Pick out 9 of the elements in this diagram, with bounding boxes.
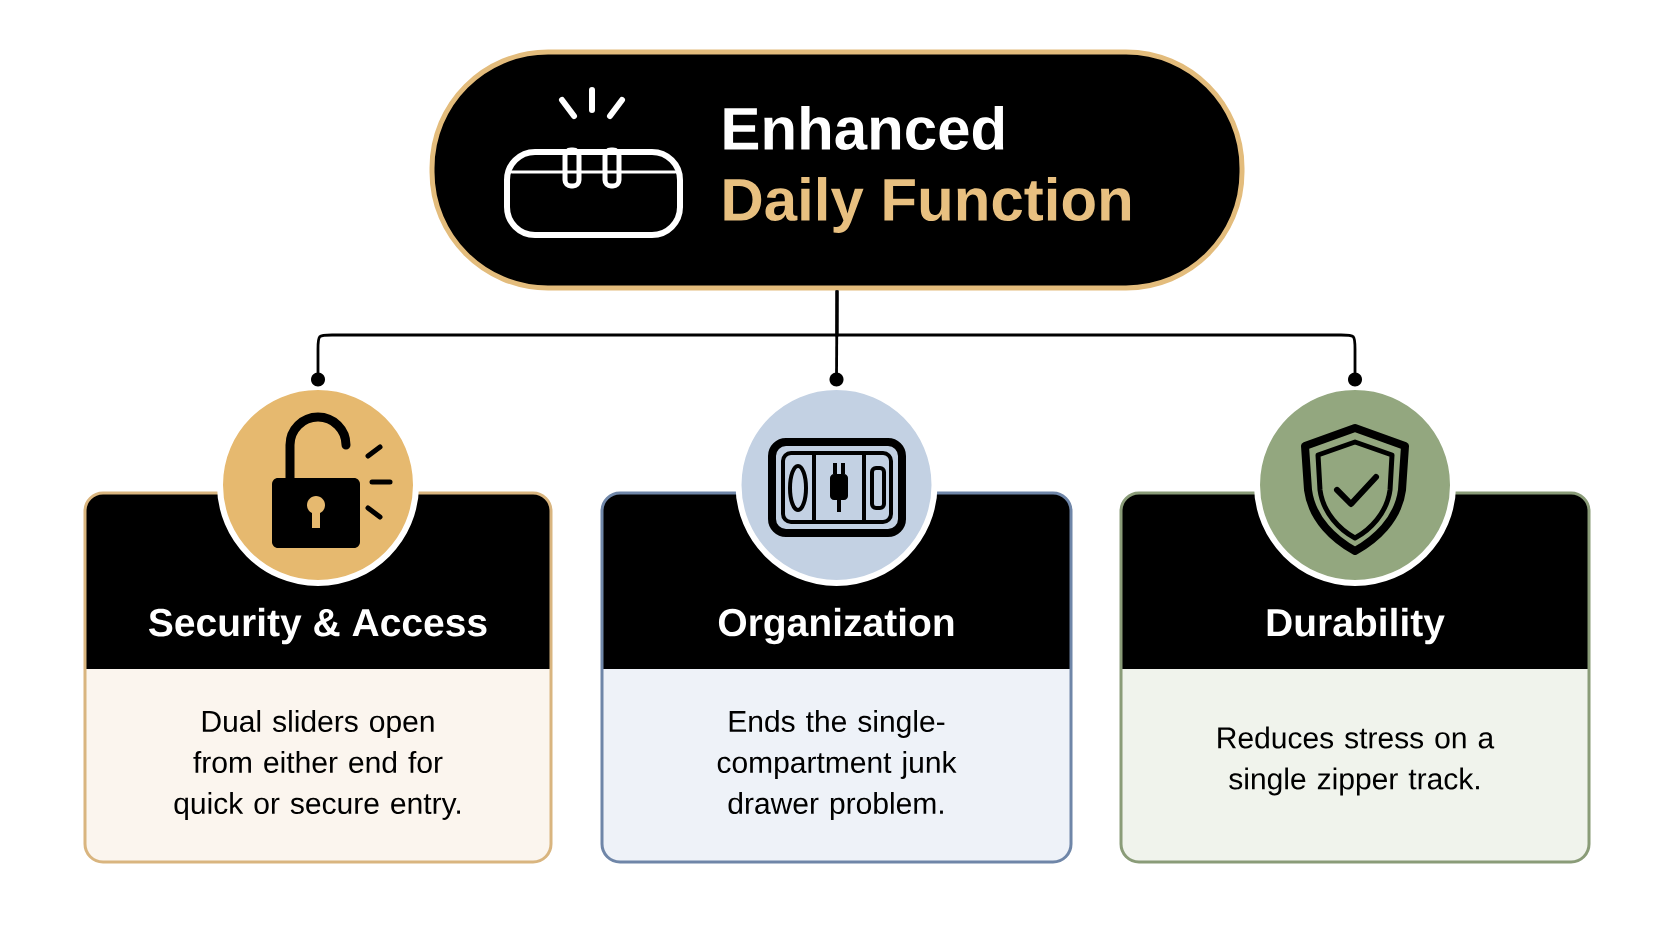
card-heading: Durability <box>1267 607 1445 645</box>
connector-line <box>835 290 1362 387</box>
card-text: Reduces stress on a single zipper track. <box>1218 726 1495 796</box>
card-text: Dual sliders open from either end for quick or secure entry. <box>174 710 460 820</box>
card-text: Ends the single-compartment junk drawer problem. <box>717 710 957 820</box>
heading-text: Daily Function <box>724 177 1130 233</box>
card-heading: Security & Access <box>148 607 487 645</box>
heading-text: Enhanced <box>724 105 1004 151</box>
card-heading: Organization <box>718 607 954 645</box>
